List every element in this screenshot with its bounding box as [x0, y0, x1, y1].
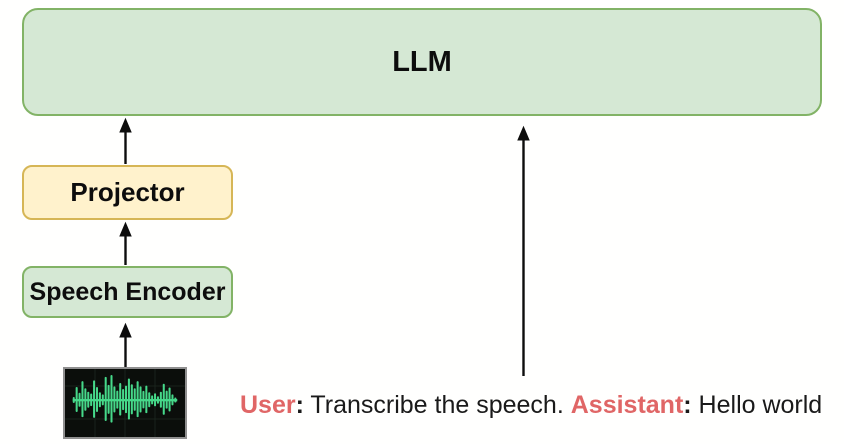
assistant-colon: :	[683, 391, 692, 419]
llm-box: LLM	[22, 8, 822, 116]
speech-encoder-box: Speech Encoder	[22, 266, 233, 318]
llm-label: LLM	[392, 45, 452, 78]
user-speaker-label: User	[240, 391, 296, 419]
assistant-speaker-label: Assistant	[570, 391, 684, 419]
waveform-bars	[72, 375, 178, 423]
projector-label: Projector	[70, 177, 185, 207]
user-colon: :	[295, 391, 304, 419]
prompt-text: User: Transcribe the speech. Assistant: …	[240, 391, 830, 420]
projector-box: Projector	[22, 165, 233, 220]
arrow-text-to-llm	[517, 125, 530, 376]
arrow-encoder-to-projector	[119, 221, 132, 265]
user-utterance: Transcribe the speech.	[303, 391, 571, 419]
arrow-waveform-to-encoder	[119, 322, 132, 367]
assistant-utterance: Hello world	[691, 391, 823, 419]
audio-waveform	[63, 367, 187, 439]
speech-encoder-label: Speech Encoder	[29, 277, 226, 306]
waveform-svg	[65, 369, 185, 437]
arrow-projector-to-llm	[119, 117, 132, 164]
